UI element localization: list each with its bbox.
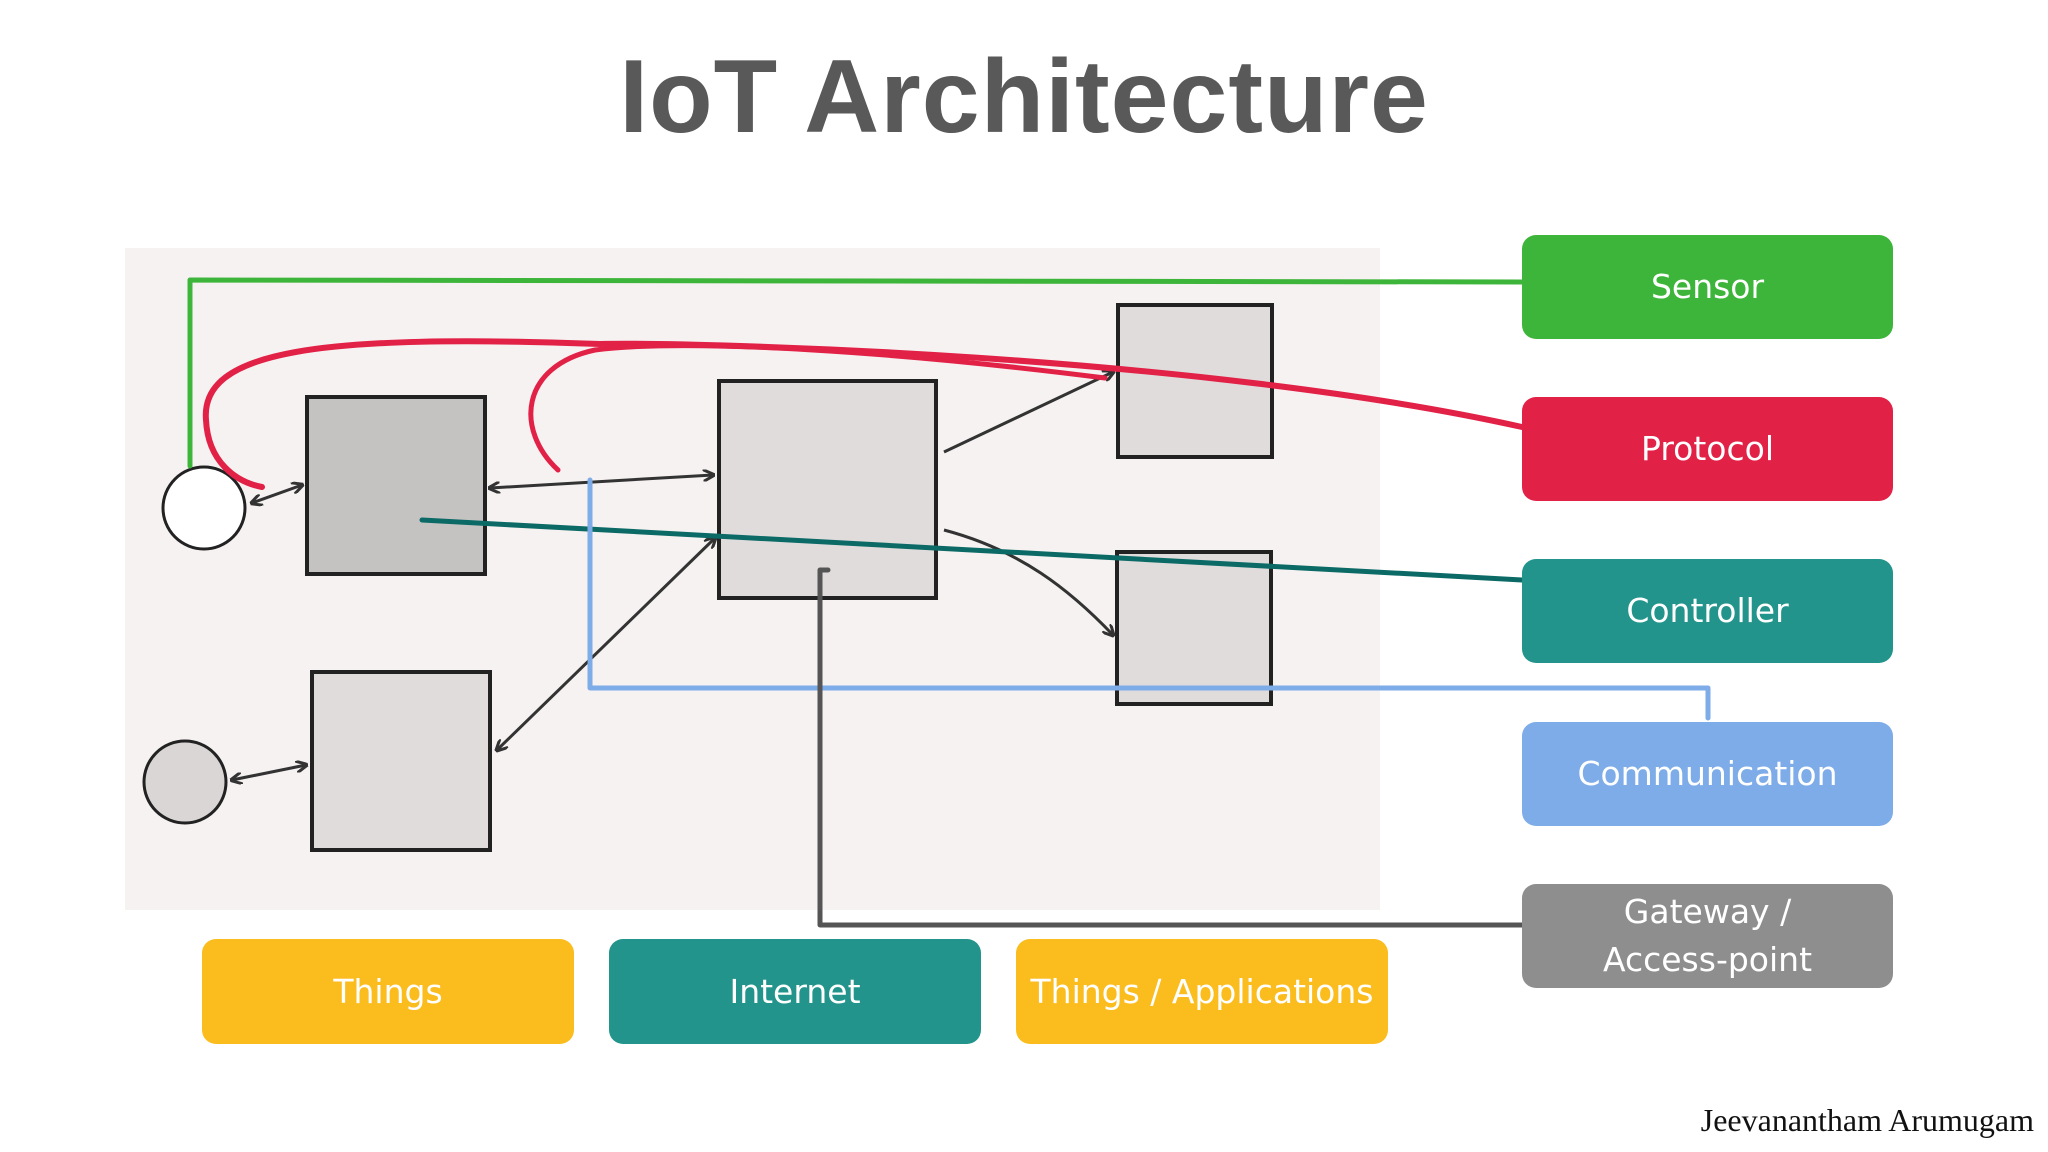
arrow-hub-to-app-bottom	[943, 528, 1113, 635]
layer-things: Things	[202, 939, 574, 1044]
application-bottom	[1115, 550, 1273, 706]
component-controller: Controller	[1522, 559, 1893, 663]
gateway-connector	[817, 567, 1525, 928]
layer-internet: Internet	[609, 939, 981, 1044]
thing-device-bottom	[310, 670, 492, 852]
component-gateway: Gateway / Access-point	[1522, 884, 1893, 988]
arrow-device-bottom-to-hub	[497, 538, 715, 750]
arrow-sensor-to-device-top	[252, 485, 302, 503]
protocol-connector-inner	[528, 343, 1108, 473]
sensor-node-top	[161, 465, 247, 551]
protocol-connector-outer	[202, 338, 1525, 490]
sensor-node-bottom	[142, 739, 228, 825]
sensor-connector	[187, 277, 1525, 469]
arrow-sensor-to-device-bottom	[232, 765, 306, 780]
controller-connector	[419, 517, 1525, 583]
thing-device-top	[305, 395, 487, 576]
arrow-hub-to-app-top	[943, 372, 1113, 454]
page-title: IoT Architecture	[619, 39, 1429, 155]
author-credit: Jeevanantham Arumugam	[1700, 1102, 2034, 1138]
component-communication: Communication	[1522, 722, 1893, 826]
component-sensor: Sensor	[1522, 235, 1893, 339]
arrow-device-top-to-hub	[490, 475, 713, 488]
communication-connector	[587, 477, 1711, 721]
internet-hub	[717, 379, 938, 600]
component-protocol: Protocol	[1522, 397, 1893, 501]
layer-things-applications: Things / Applications	[1016, 939, 1388, 1044]
